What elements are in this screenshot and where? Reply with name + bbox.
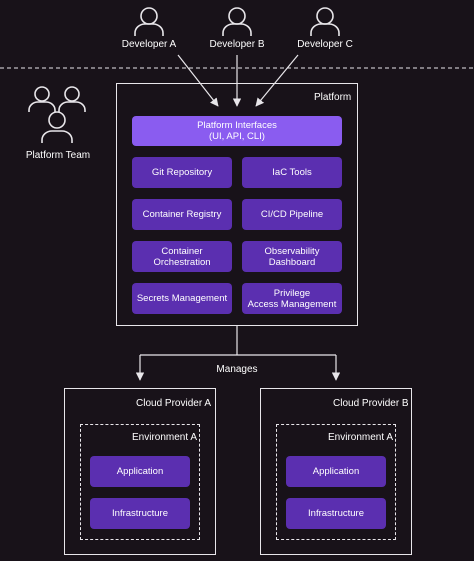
environment-b-box [276,424,396,540]
cloud-provider-a-title: Cloud Provider A [136,398,212,409]
tile-label: Application [116,466,164,477]
tile-label: Application [312,466,360,477]
environment-a-title: Environment A [132,432,198,443]
tile-label-line2: Dashboard [268,256,316,268]
platform-title: Platform [314,92,352,103]
tile-label: Container [161,245,203,257]
cloud-provider-b-title: Cloud Provider B [333,398,409,409]
cloud-provider-a-box [64,388,216,555]
tile-label: Git Repository [151,167,213,178]
environment-a-box [80,424,200,540]
platform-box [116,83,358,326]
tile-label: Secrets Management [136,293,228,304]
tile-label-line2: Access Management [247,298,337,310]
platform-interfaces-title: Platform Interfaces [197,120,277,131]
developer-a-person-icon [134,7,164,36]
developer-b-label: Developer B [209,39,265,50]
tile-label: Observability [264,245,320,257]
manages-label: Manages [216,364,258,375]
application-tile[interactable]: Application [286,456,386,487]
environment-b-title: Environment A [328,432,394,443]
arrow-developer-a [177,54,219,107]
developer-a-label: Developer A [121,39,177,50]
people-group-icon [28,86,86,143]
secrets-management-tile[interactable]: Secrets Management [132,283,232,314]
cloud-provider-b-box [260,388,412,555]
application-tile[interactable]: Application [90,456,190,487]
arrow-developer-c [255,54,299,107]
tile-label: Privilege [273,287,311,299]
iac-tools-tile[interactable]: IaC Tools [242,157,342,188]
platform-interfaces-subtitle: (UI, API, CLI) [209,131,265,142]
developer-c-person-icon [310,7,340,36]
tile-label-line2: Orchestration [153,256,211,268]
infrastructure-tile[interactable]: Infrastructure [286,498,386,529]
platform-team-label: Platform Team [25,150,91,161]
tile-label: Container Registry [142,209,222,220]
tile-label: IaC Tools [272,167,312,178]
tile-label: Infrastructure [112,508,168,519]
tile-label: Infrastructure [308,508,364,519]
infrastructure-tile[interactable]: Infrastructure [90,498,190,529]
tile-label: CI/CD Pipeline [260,209,324,220]
cicd-pipeline-tile[interactable]: CI/CD Pipeline [242,199,342,230]
developer-c-label: Developer C [297,39,353,50]
platform-interfaces-tile[interactable]: Platform Interfaces(UI, API, CLI) [132,116,342,146]
developer-b-person-icon [222,7,252,36]
container-registry-tile[interactable]: Container Registry [132,199,232,230]
git-repository-tile[interactable]: Git Repository [132,157,232,188]
